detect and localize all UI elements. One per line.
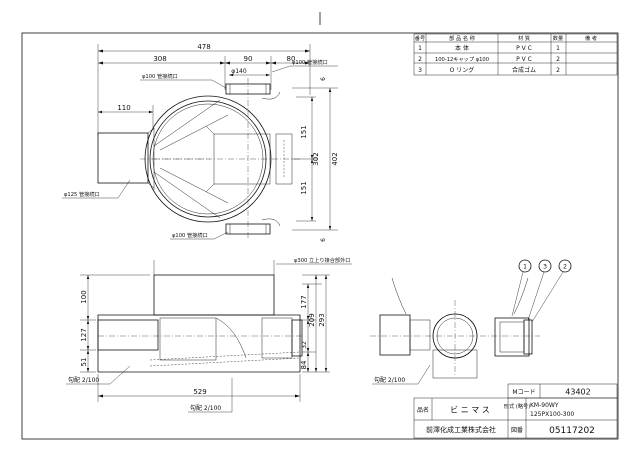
model-label: 形式 (略号) bbox=[504, 402, 530, 410]
table-cell: 2 bbox=[556, 56, 560, 63]
table-cell: 2 bbox=[556, 67, 560, 74]
model-value-2: 125PX100-300 bbox=[530, 411, 574, 418]
dim-127: 127 bbox=[80, 328, 88, 341]
dim-6-top: 6 bbox=[320, 77, 327, 81]
dim-6-bottom: 6 bbox=[320, 238, 327, 242]
dim-32: 32 bbox=[301, 341, 308, 349]
drawing-border bbox=[21, 32, 619, 440]
balloon-2-label: 2 bbox=[563, 264, 567, 271]
side-slope-label: 勾配 2/100 bbox=[374, 376, 405, 384]
table-cell: 1 bbox=[556, 45, 560, 52]
dim-293: 293 bbox=[318, 313, 326, 326]
label-riser: φ300 立上り接合部外口 bbox=[294, 256, 350, 264]
dim-84: 84 bbox=[300, 360, 308, 369]
table-cell: 1 bbox=[418, 45, 422, 52]
dim-51: 51 bbox=[80, 358, 88, 367]
drawing-number-label: 図番 bbox=[511, 427, 523, 434]
balloon-1-label: 1 bbox=[523, 264, 527, 271]
dim-110: 110 bbox=[117, 104, 130, 112]
dim-151-top: 151 bbox=[300, 125, 308, 138]
m-code-value: 43402 bbox=[565, 388, 590, 397]
m-code-label: Mコード bbox=[512, 389, 535, 396]
label-outlet-bottom: φ100 管接続口 bbox=[172, 231, 208, 239]
balloon-2 bbox=[558, 259, 572, 273]
slope-label-bottom: 勾配 2/100 bbox=[190, 404, 221, 412]
side-cap bbox=[494, 317, 530, 357]
title-block: Mコード 43402 品名 ビ ニ マ ス 形式 (略号) KM-90WY 12… bbox=[413, 383, 618, 439]
front-view: φ300 立上り接合部外口 100 127 51 177 32 84 209 2… bbox=[66, 256, 352, 413]
dim-302: 302 bbox=[312, 152, 320, 165]
side-view: 1 3 2 勾配 2/100 bbox=[370, 259, 572, 385]
table-cell: P V C bbox=[516, 56, 532, 63]
table-header-material: 材 質 bbox=[518, 34, 530, 42]
slope-label-left: 勾配 2/100 bbox=[68, 376, 99, 384]
table-cell: 2 bbox=[418, 56, 422, 63]
table-header-note: 備 考 bbox=[585, 34, 597, 42]
dim-478: 478 bbox=[197, 43, 210, 51]
table-header-qty: 数量 bbox=[553, 34, 563, 42]
inlet-pipe-left bbox=[97, 132, 149, 184]
dim-151-bottom: 151 bbox=[300, 181, 308, 194]
company-name: 前澤化成工業株式会社 bbox=[426, 425, 496, 434]
table-cell: 本 体 bbox=[455, 44, 469, 52]
table-cell: 100-12キャップ φ100 bbox=[435, 56, 489, 63]
front-body bbox=[97, 314, 301, 373]
balloon-3 bbox=[538, 259, 552, 273]
dim-80: 80 bbox=[287, 55, 296, 63]
name-label: 品名 bbox=[417, 406, 429, 414]
label-inlet-left: φ125 管接続口 bbox=[64, 190, 100, 198]
dim-140: φ140 bbox=[231, 68, 247, 75]
dim-308: 308 bbox=[153, 55, 166, 63]
drawing-number-value: 05117202 bbox=[549, 426, 595, 436]
name-value: ビ ニ マ ス bbox=[450, 406, 490, 415]
label-outlet-top-right: φ100 管接続口 bbox=[292, 58, 328, 66]
riser-body bbox=[153, 274, 275, 316]
dim-529: 529 bbox=[193, 388, 206, 396]
table-cell: 合成ゴム bbox=[512, 66, 536, 74]
dim-177: 177 bbox=[300, 295, 308, 308]
table-header-name: 部 品 名 称 bbox=[449, 34, 475, 42]
table-cell: 3 bbox=[418, 67, 422, 74]
table-header-number: 番号 bbox=[415, 35, 425, 42]
top-view: 478 308 90 80 φ140 110 bbox=[62, 43, 339, 242]
table-cell: P V C bbox=[516, 45, 532, 52]
table-cell: O リング bbox=[450, 66, 475, 74]
label-outlet-top-left: φ100 管接続口 bbox=[142, 72, 178, 80]
dim-209: 209 bbox=[308, 313, 316, 326]
model-value-1: KM-90WY bbox=[530, 402, 559, 409]
balloon-3-label: 3 bbox=[543, 264, 547, 271]
balloon-1 bbox=[518, 259, 532, 273]
parts-table: 番号 部 品 名 称 材 質 数量 備 考 1 本 体 P V C 1 2 10… bbox=[413, 33, 618, 76]
dim-402: 402 bbox=[331, 152, 339, 165]
dim-90: 90 bbox=[244, 55, 253, 63]
dim-100: 100 bbox=[80, 290, 88, 303]
